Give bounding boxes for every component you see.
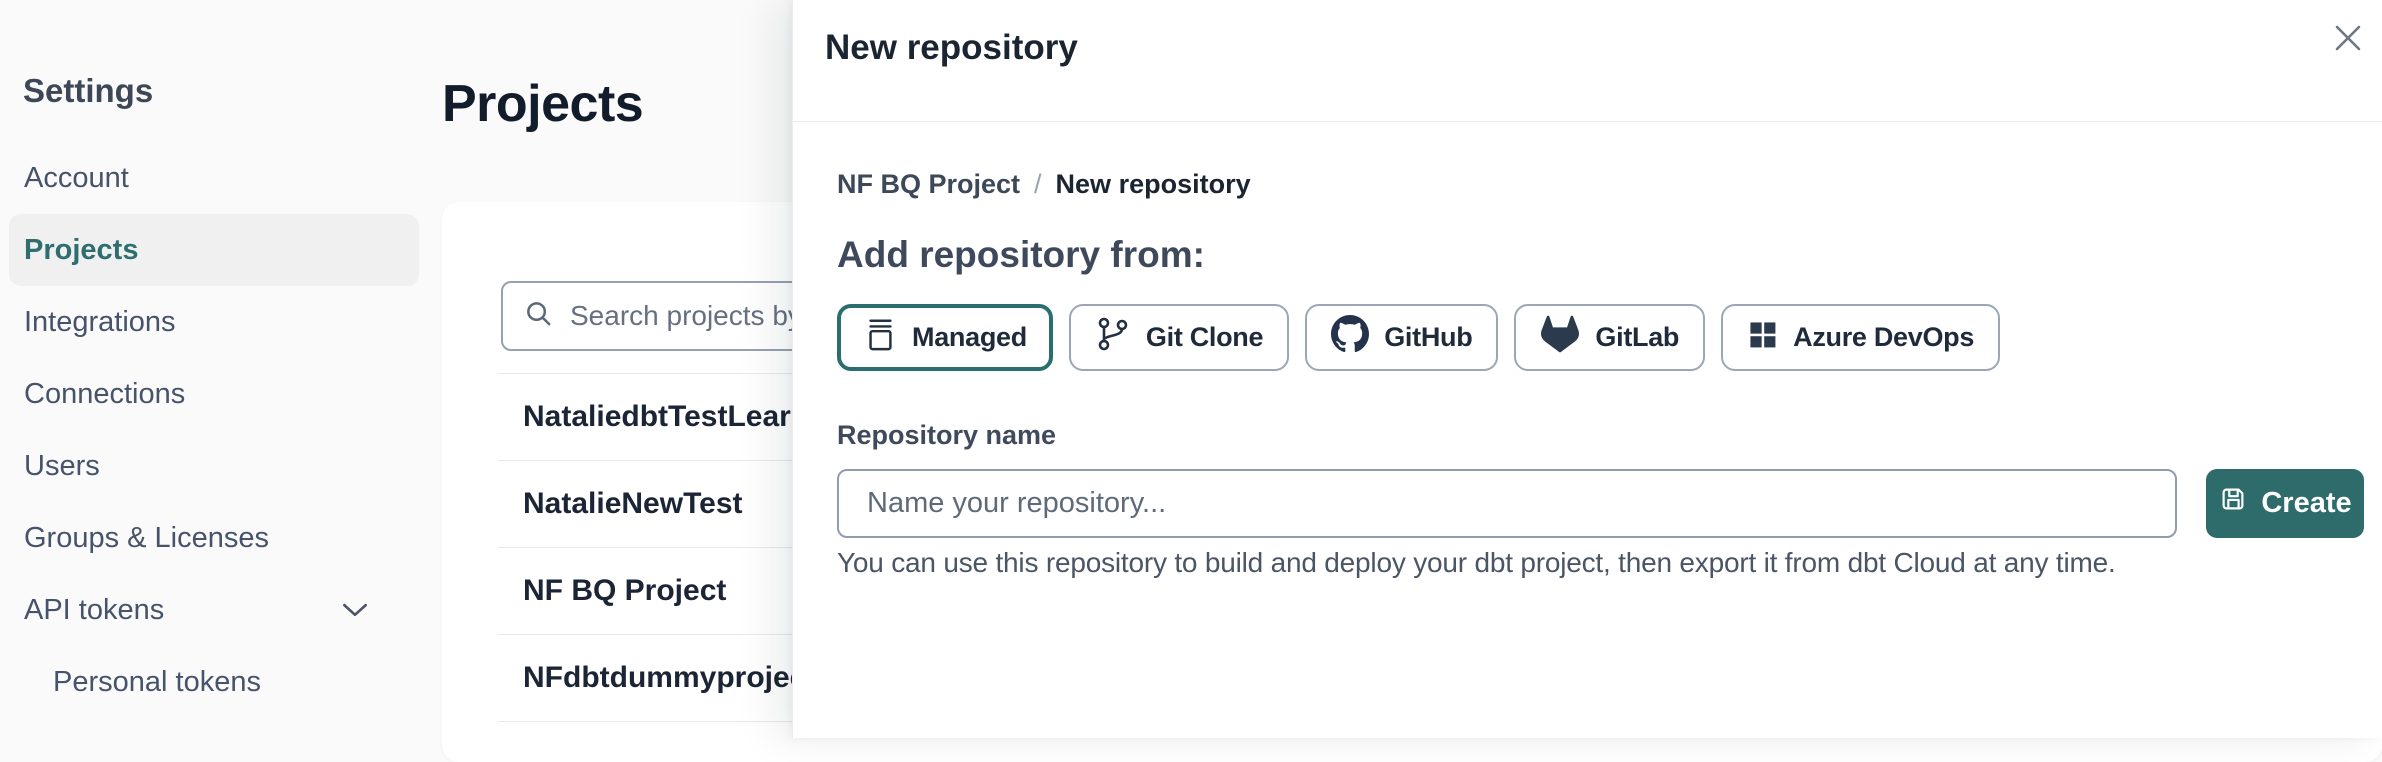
source-option-gitlab[interactable]: GitLab bbox=[1514, 304, 1706, 371]
modal-header: New repository bbox=[793, 0, 2382, 122]
sidebar-item-account[interactable]: Account bbox=[9, 142, 419, 214]
source-option-azure-devops[interactable]: Azure DevOps bbox=[1721, 304, 2001, 371]
sidebar-item-label: Connections bbox=[24, 377, 186, 410]
sidebar-item-label: Projects bbox=[24, 233, 139, 266]
modal-title: New repository bbox=[825, 28, 1078, 67]
repository-name-row: Create bbox=[837, 468, 2364, 538]
sidebar-item-users[interactable]: Users bbox=[9, 430, 419, 502]
sidebar-item-label: Users bbox=[24, 449, 100, 482]
repo-source-options: Managed Git Clone GitHub GitLab bbox=[837, 304, 2364, 371]
search-icon bbox=[523, 298, 554, 335]
project-name: NF BQ Project bbox=[523, 574, 727, 608]
project-name: NatalieNewTest bbox=[523, 487, 743, 521]
repository-hint-text: You can use this repository to build and… bbox=[837, 546, 2116, 578]
github-icon bbox=[1331, 315, 1370, 360]
add-repository-heading: Add repository from: bbox=[837, 233, 1205, 275]
close-button[interactable] bbox=[2331, 22, 2365, 56]
breadcrumb: NF BQ Project / New repository bbox=[837, 168, 2364, 202]
breadcrumb-parent[interactable]: NF BQ Project bbox=[837, 169, 1021, 199]
azure-devops-icon bbox=[1747, 318, 1778, 358]
sidebar-item-label: Groups & Licenses bbox=[24, 521, 270, 554]
settings-sidebar: Settings Account Projects Integrations C… bbox=[0, 0, 440, 738]
breadcrumb-separator: / bbox=[1034, 169, 1042, 199]
source-option-managed[interactable]: Managed bbox=[837, 304, 1053, 371]
source-option-label: Git Clone bbox=[1145, 322, 1264, 352]
sidebar-item-label: Account bbox=[24, 161, 129, 194]
source-option-github[interactable]: GitHub bbox=[1305, 304, 1499, 371]
sidebar-item-projects[interactable]: Projects bbox=[9, 214, 419, 286]
project-name: NataliedbtTestLearn T bbox=[523, 400, 836, 434]
source-option-label: GitLab bbox=[1595, 322, 1680, 352]
page-title: Projects bbox=[442, 75, 644, 133]
sidebar-item-label: Integrations bbox=[24, 305, 176, 338]
source-option-label: GitHub bbox=[1384, 322, 1473, 352]
new-repository-modal: New repository NF BQ Project / New repos… bbox=[792, 0, 2382, 738]
modal-body: NF BQ Project / New repository Add repos… bbox=[837, 122, 2364, 580]
gitlab-icon bbox=[1540, 315, 1580, 360]
sidebar-item-api-tokens[interactable]: API tokens bbox=[9, 574, 419, 646]
source-option-git-clone[interactable]: Git Clone bbox=[1068, 304, 1290, 371]
project-name: NFdbtdummyproject bbox=[523, 661, 817, 695]
git-branch-icon bbox=[1095, 316, 1131, 359]
managed-repo-icon bbox=[863, 316, 897, 359]
create-button[interactable]: Create bbox=[2206, 468, 2364, 538]
sidebar-nav: Account Projects Integrations Connection… bbox=[9, 142, 419, 718]
source-option-label: Managed bbox=[912, 322, 1027, 352]
chevron-down-icon bbox=[342, 603, 368, 618]
sidebar-item-connections[interactable]: Connections bbox=[9, 358, 419, 430]
repository-name-input[interactable] bbox=[837, 468, 2177, 538]
source-option-label: Azure DevOps bbox=[1793, 322, 1975, 352]
sidebar-item-integrations[interactable]: Integrations bbox=[9, 286, 419, 358]
create-button-label: Create bbox=[2261, 486, 2352, 519]
sidebar-item-label: Personal tokens bbox=[53, 665, 261, 698]
repository-name-label: Repository name bbox=[837, 420, 1057, 450]
save-icon bbox=[2218, 484, 2248, 522]
breadcrumb-current: New repository bbox=[1055, 169, 1251, 199]
sidebar-item-label: API tokens bbox=[24, 593, 165, 626]
sidebar-item-personal-tokens[interactable]: Personal tokens bbox=[9, 646, 419, 718]
close-icon bbox=[2332, 22, 2364, 57]
sidebar-item-groups-licenses[interactable]: Groups & Licenses bbox=[9, 502, 419, 574]
sidebar-title: Settings bbox=[23, 72, 154, 109]
